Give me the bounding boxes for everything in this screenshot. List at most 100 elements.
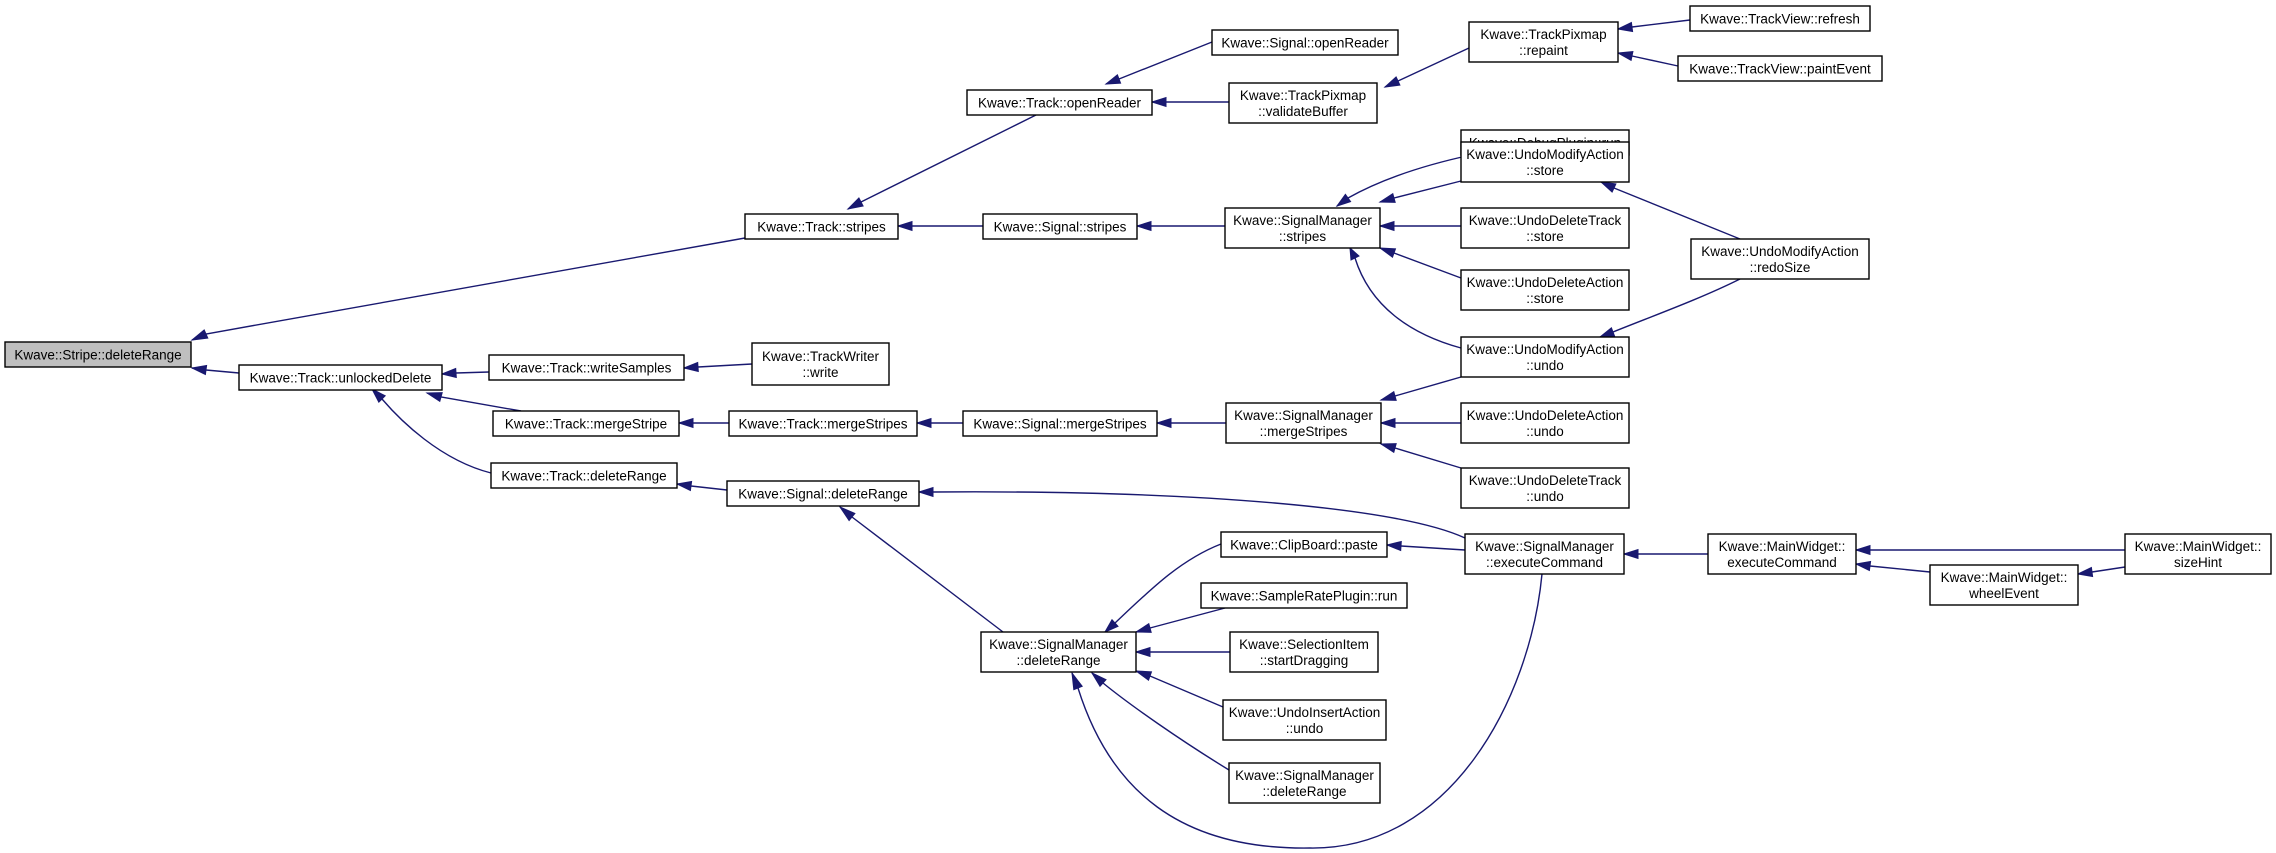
arrowhead-icon: [1378, 220, 1395, 232]
edge-undodeleteaction_undo-to-signalmanager_mergeStripes: [1379, 417, 1461, 429]
node-signalmanager-mergeStripes[interactable]: Kwave::SignalManager::mergeStripes: [1225, 402, 1382, 444]
node-selectionitem-startDragging[interactable]: Kwave::SelectionItem::startDragging: [1229, 631, 1379, 673]
edge-trackpixmap_validateBuffer-to-track_openReader: [1150, 96, 1229, 108]
arrowhead-icon: [1616, 21, 1634, 33]
arrowhead-icon: [1090, 671, 1107, 688]
node-label: Kwave::Track::deleteRange: [501, 469, 666, 484]
node-track-stripes[interactable]: Kwave::Track::stripes: [744, 213, 899, 240]
edge-undodeletetrack_store-to-signalmanager_stripes: [1378, 220, 1461, 232]
edge-line: [1091, 672, 1230, 771]
node-undomodify-store[interactable]: Kwave::UndoModifyAction::store: [1460, 141, 1630, 183]
edge-track_writeSamples-to-track_unlockedDelete: [440, 367, 490, 379]
node-box: [1460, 402, 1630, 444]
node-trackwriter-write[interactable]: Kwave::TrackWriter::write: [751, 342, 890, 386]
edge-signalmanager_deleteRange-to-signal_deleteRange: [838, 505, 1004, 633]
edge-signalmanager_executeCommand-to-signalmanager_deleteRange: [1071, 573, 1543, 849]
arrowhead-icon: [440, 367, 457, 379]
arrowhead-icon: [1103, 618, 1119, 634]
node-signal-stripes[interactable]: Kwave::Signal::stripes: [982, 213, 1138, 240]
arrowhead-icon: [1150, 96, 1167, 108]
node-label: Kwave::UndoModifyAction: [1701, 244, 1859, 259]
node-box: [1228, 82, 1378, 124]
node-track-deleteRange[interactable]: Kwave::Track::deleteRange: [490, 462, 678, 489]
arrowhead-icon: [425, 392, 443, 403]
edge-track_stripes-to-stripe_deleteRange: [190, 237, 746, 341]
node-signal-deleteRange[interactable]: Kwave::Signal::deleteRange: [726, 480, 920, 507]
node-undodeletetrack-store[interactable]: Kwave::UndoDeleteTrack::store: [1460, 207, 1630, 249]
node-track-writeSamples[interactable]: Kwave::Track::writeSamples: [488, 354, 685, 381]
edge-signalmanager_mergeStripes-to-signal_mergeStripes: [1155, 417, 1226, 429]
node-undoinsert-undo[interactable]: Kwave::UndoInsertAction::undo: [1222, 699, 1387, 741]
edge-mainwidget_executeCommand-to-signalmanager_executeCommand: [1622, 548, 1708, 560]
node-samplerateplugin-run[interactable]: Kwave::SampleRatePlugin::run: [1200, 582, 1408, 609]
edge-undomodify_redoSize-to-undomodify_store: [1599, 181, 1741, 240]
edge-trackview_refresh-to-trackpixmap_repaint: [1616, 19, 1691, 33]
node-signalmanager-stripes[interactable]: Kwave::SignalManager::stripes: [1224, 207, 1381, 249]
node-label: ::executeCommand: [1486, 555, 1603, 570]
node-box: [1460, 207, 1630, 249]
node-label: Kwave::SignalManager: [1233, 213, 1372, 228]
arrowhead-icon: [1598, 326, 1616, 338]
node-signalmanager-executeCommand[interactable]: Kwave::SignalManager::executeCommand: [1464, 533, 1625, 575]
node-box: [1228, 762, 1381, 804]
node-undomodify-undo[interactable]: Kwave::UndoModifyAction::undo: [1460, 336, 1630, 378]
node-trackview-paintEvent[interactable]: Kwave::TrackView::paintEvent: [1677, 55, 1883, 82]
node-label: Kwave::Track::stripes: [757, 220, 886, 235]
node-label: executeCommand: [1727, 555, 1837, 570]
node-track-mergeStripe[interactable]: Kwave::Track::mergeStripe: [492, 410, 680, 437]
node-label: ::undo: [1526, 489, 1564, 504]
node-trackpixmap-repaint[interactable]: Kwave::TrackPixmap::repaint: [1468, 21, 1619, 63]
node-box: [726, 480, 920, 507]
node-label: ::mergeStripes: [1260, 424, 1348, 439]
node-box: [1460, 336, 1630, 378]
node-mainwidget-sizeHint[interactable]: Kwave::MainWidget::sizeHint: [2124, 533, 2272, 575]
edge-signalmanager_deleteRange2-to-signalmanager_deleteRange: [1090, 671, 1230, 771]
node-label: Kwave::MainWidget::: [1719, 539, 1846, 554]
node-track-openReader[interactable]: Kwave::Track::openReader: [966, 89, 1153, 116]
arrowhead-icon: [1134, 622, 1152, 633]
node-box: [1677, 55, 1883, 82]
edge-selectionitem_startDragging-to-signalmanager_deleteRange: [1134, 646, 1230, 658]
node-box: [962, 410, 1158, 437]
arrowhead-icon: [675, 480, 693, 492]
node-undomodify-redoSize[interactable]: Kwave::UndoModifyAction::redoSize: [1690, 238, 1870, 280]
edge-undomodify_undo-to-signalmanager_mergeStripes: [1379, 376, 1462, 401]
edges-layer: [190, 19, 2126, 849]
node-label: ::store: [1526, 163, 1564, 178]
node-box: [490, 462, 678, 489]
node-signalmanager-deleteRange2[interactable]: Kwave::SignalManager::deleteRange: [1228, 762, 1381, 804]
node-mainwidget-executeCommand[interactable]: Kwave::MainWidget::executeCommand: [1707, 533, 1857, 575]
node-box: [1929, 564, 2079, 606]
node-undodeletetrack-undo[interactable]: Kwave::UndoDeleteTrack::undo: [1460, 467, 1630, 509]
node-trackpixmap-validateBuffer[interactable]: Kwave::TrackPixmap::validateBuffer: [1228, 82, 1378, 124]
node-clipboard-paste[interactable]: Kwave::ClipBoard::paste: [1220, 531, 1388, 558]
node-trackview-refresh[interactable]: Kwave::TrackView::refresh: [1689, 5, 1871, 32]
node-label: Kwave::TrackPixmap: [1480, 27, 1606, 42]
node-box: [1225, 402, 1382, 444]
edge-line: [1071, 573, 1543, 849]
node-label: Kwave::Track::mergeStripes: [738, 417, 907, 432]
node-mainwidget-wheelEvent[interactable]: Kwave::MainWidget::wheelEvent: [1929, 564, 2079, 606]
node-track-mergeStripes[interactable]: Kwave::Track::mergeStripes: [728, 410, 918, 437]
edge-track_mergeStripe-to-track_unlockedDelete: [425, 392, 522, 412]
edge-line: [1349, 247, 1462, 349]
node-box: [1690, 238, 1870, 280]
node-undodeleteaction-store[interactable]: Kwave::UndoDeleteAction::store: [1460, 269, 1630, 311]
node-signal-openReader[interactable]: Kwave::Signal::openReader: [1211, 29, 1399, 56]
node-label: Kwave::UndoDeleteTrack: [1469, 213, 1622, 228]
node-label: Kwave::SignalManager: [1475, 539, 1614, 554]
node-box: [1468, 21, 1619, 63]
arrowhead-icon: [1155, 417, 1172, 429]
node-label: Kwave::SampleRatePlugin::run: [1211, 589, 1398, 604]
node-box: [744, 213, 899, 240]
edge-line: [919, 491, 1466, 539]
node-signalmanager-deleteRange[interactable]: Kwave::SignalManager::deleteRange: [980, 631, 1137, 673]
node-signal-mergeStripes[interactable]: Kwave::Signal::mergeStripes: [962, 410, 1158, 437]
node-stripe-deleteRange[interactable]: Kwave::Stripe::deleteRange: [4, 341, 192, 368]
node-track-unlockedDelete[interactable]: Kwave::Track::unlockedDelete: [238, 364, 443, 391]
node-label: Kwave::Track::writeSamples: [502, 361, 672, 376]
node-label: Kwave::Signal::mergeStripes: [973, 417, 1147, 432]
node-undodeleteaction-undo[interactable]: Kwave::UndoDeleteAction::undo: [1460, 402, 1630, 444]
node-label: ::undo: [1526, 358, 1564, 373]
